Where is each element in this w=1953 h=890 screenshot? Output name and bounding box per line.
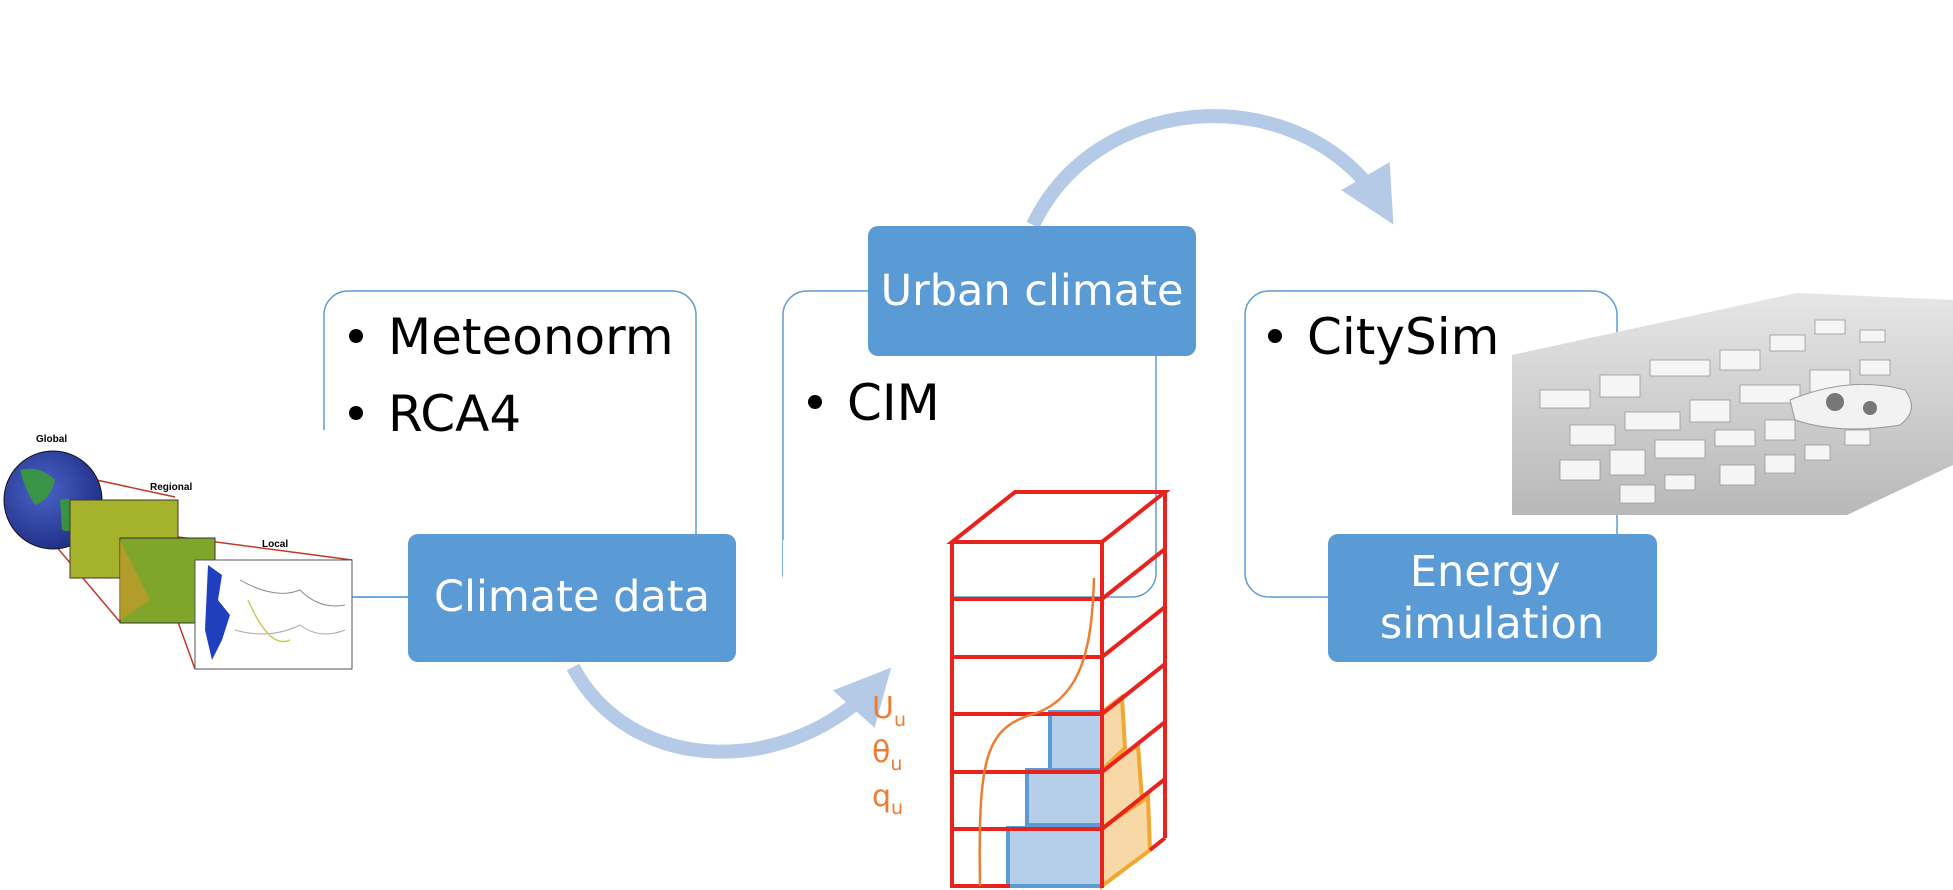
building-block [1006,826,1104,888]
urban-canopy-column [783,490,1171,890]
bullet-meteonorm: Meteonorm [388,308,674,366]
urban-bullet-list: CIM [808,374,940,432]
variable-theta: θu [872,735,902,775]
energy-label-line-1: Energy [1410,547,1561,597]
variable-u: Uu [872,691,906,731]
building-block [1025,768,1104,827]
climate-bullet-list: Meteonorm RCA4 [349,308,674,443]
building-block [1048,710,1104,772]
climate-data-label: Climate data [434,572,710,622]
urban-climate-box [868,226,1196,356]
climate-data-box [408,534,736,662]
arrow-climate-to-urban [566,663,892,759]
energy-bullet-list: CitySim [1268,308,1499,366]
bullet-dot [808,395,822,409]
bullet-citysim: CitySim [1307,308,1499,366]
climate-map-inset: Global Regional Local [3,434,353,670]
energy-label-line-2: simulation [1380,599,1604,649]
bullet-dot [349,329,363,343]
variable-q: qu [872,779,903,819]
urban-variables: Uu θu qu [872,691,906,819]
map-label-global: Global [36,434,67,445]
energy-simulation-box [1328,534,1657,662]
wind-profile-curve [978,577,1096,887]
energy-simulation-label: Energy simulation [1380,547,1604,649]
grid-front [950,540,1104,888]
urban-climate-label: Urban climate [881,266,1184,316]
bullet-dot [349,406,363,420]
bullet-dot [1268,329,1282,343]
map-label-regional: Regional [150,482,192,493]
bullet-cim: CIM [847,374,940,432]
grid-side [1100,492,1167,852]
grid-top [946,490,1171,544]
city-3d-render [1512,293,1953,515]
bullet-rca4: RCA4 [388,385,521,443]
arrow-urban-to-energy [1026,109,1394,229]
map-label-local: Local [262,539,288,550]
